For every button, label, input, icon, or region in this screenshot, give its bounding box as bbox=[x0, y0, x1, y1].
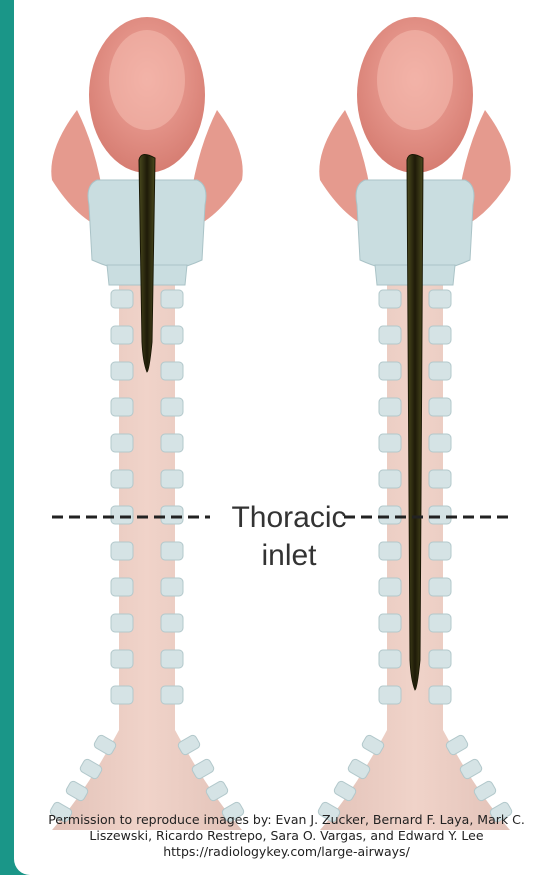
tracheal-ring-left bbox=[111, 686, 133, 704]
tracheal-ring-right bbox=[161, 686, 183, 704]
tracheal-ring-left bbox=[379, 614, 401, 632]
tracheal-ring-right bbox=[161, 326, 183, 344]
tracheal-ring-right bbox=[429, 614, 451, 632]
tracheal-ring-left bbox=[111, 398, 133, 416]
tracheal-ring-left bbox=[111, 470, 133, 488]
tracheal-ring-right bbox=[161, 362, 183, 380]
tracheal-ring-left bbox=[379, 686, 401, 704]
tracheal-ring-left bbox=[111, 506, 133, 524]
tracheal-ring-left bbox=[379, 362, 401, 380]
image-credit: Permission to reproduce images by: Evan … bbox=[14, 812, 559, 860]
tracheal-ring-left bbox=[111, 542, 133, 560]
tracheal-ring-left bbox=[379, 650, 401, 668]
credit-line-2: Liszewski, Ricardo Restrepo, Sara O. Var… bbox=[14, 828, 559, 844]
tracheal-ring-left bbox=[111, 650, 133, 668]
tracheal-ring-right bbox=[161, 578, 183, 596]
thoracic-inlet-label: Thoracic inlet bbox=[219, 499, 359, 575]
endotracheal-tube bbox=[407, 154, 423, 690]
tracheal-ring-right bbox=[161, 614, 183, 632]
airway-illustration bbox=[14, 0, 559, 875]
tracheal-ring-right bbox=[429, 686, 451, 704]
label-line-2: inlet bbox=[219, 537, 359, 575]
larynx-highlight bbox=[109, 30, 185, 130]
tracheal-ring-left bbox=[111, 290, 133, 308]
tracheal-ring-left bbox=[111, 434, 133, 452]
tracheal-ring-left bbox=[379, 542, 401, 560]
tracheal-ring-right bbox=[161, 470, 183, 488]
tracheal-ring-left bbox=[379, 506, 401, 524]
tracheal-ring-right bbox=[161, 290, 183, 308]
tracheal-ring-left bbox=[379, 290, 401, 308]
tracheal-ring-right bbox=[161, 398, 183, 416]
tracheal-ring-right bbox=[161, 542, 183, 560]
tracheal-ring-right bbox=[161, 650, 183, 668]
tracheal-ring-left bbox=[379, 470, 401, 488]
tracheal-ring-right bbox=[429, 650, 451, 668]
tracheal-ring-left bbox=[379, 578, 401, 596]
tracheal-ring-right bbox=[429, 542, 451, 560]
tracheal-ring-right bbox=[161, 434, 183, 452]
tracheal-ring-right bbox=[429, 290, 451, 308]
label-line-1: Thoracic bbox=[219, 499, 359, 537]
credit-line-3: https://radiologykey.com/large-airways/ bbox=[14, 844, 559, 860]
tracheal-ring-left bbox=[379, 398, 401, 416]
tracheal-ring-right bbox=[429, 506, 451, 524]
illustration-panel: Thoracic inlet Permission to reproduce i… bbox=[14, 0, 559, 875]
tracheal-ring-left bbox=[111, 326, 133, 344]
credit-line-1: Permission to reproduce images by: Evan … bbox=[14, 812, 559, 828]
left-airway bbox=[49, 17, 245, 830]
tracheal-ring-left bbox=[111, 614, 133, 632]
tracheal-ring-right bbox=[429, 434, 451, 452]
tracheal-ring-right bbox=[161, 506, 183, 524]
tracheal-ring-left bbox=[111, 578, 133, 596]
right-airway bbox=[317, 17, 513, 830]
tracheal-ring-left bbox=[379, 434, 401, 452]
tracheal-ring-left bbox=[111, 362, 133, 380]
tracheal-ring-right bbox=[429, 398, 451, 416]
larynx-highlight bbox=[377, 30, 453, 130]
tracheal-ring-right bbox=[429, 578, 451, 596]
tracheal-ring-right bbox=[429, 470, 451, 488]
tracheal-ring-right bbox=[429, 362, 451, 380]
tracheal-ring-left bbox=[379, 326, 401, 344]
tracheal-ring-right bbox=[429, 326, 451, 344]
